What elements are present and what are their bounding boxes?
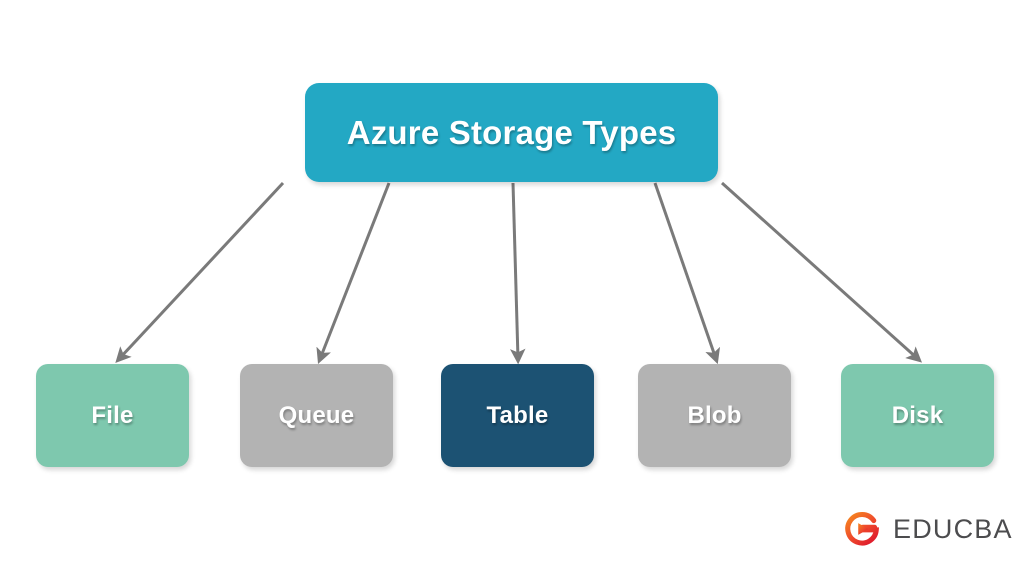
node-table[interactable]: Table	[441, 364, 594, 467]
connector-arrow-blob	[653, 182, 721, 365]
root-node-azure-storage-types[interactable]: Azure Storage Types	[305, 83, 718, 182]
node-queue-label: Queue	[278, 401, 355, 429]
educba-logo[interactable]: EDUCBA	[841, 508, 1013, 550]
node-disk-label: Disk	[891, 401, 944, 429]
node-blob[interactable]: Blob	[638, 364, 791, 467]
node-queue[interactable]: Queue	[240, 364, 393, 467]
educba-circle-play-logo-icon	[845, 512, 880, 546]
connector-arrow-file	[115, 181, 285, 363]
node-file[interactable]: File	[36, 364, 189, 467]
connector-arrow-table	[509, 182, 526, 365]
educba-wordmark: EDUCBA	[893, 513, 1013, 544]
node-blob-label: Blob	[687, 401, 742, 429]
root-node-label: Azure Storage Types	[346, 113, 677, 151]
node-file-label: File	[91, 401, 134, 429]
connector-arrow-disk	[720, 181, 923, 363]
connector-arrow-queue	[316, 182, 391, 365]
node-disk[interactable]: Disk	[841, 364, 994, 467]
node-table-label: Table	[486, 401, 549, 429]
